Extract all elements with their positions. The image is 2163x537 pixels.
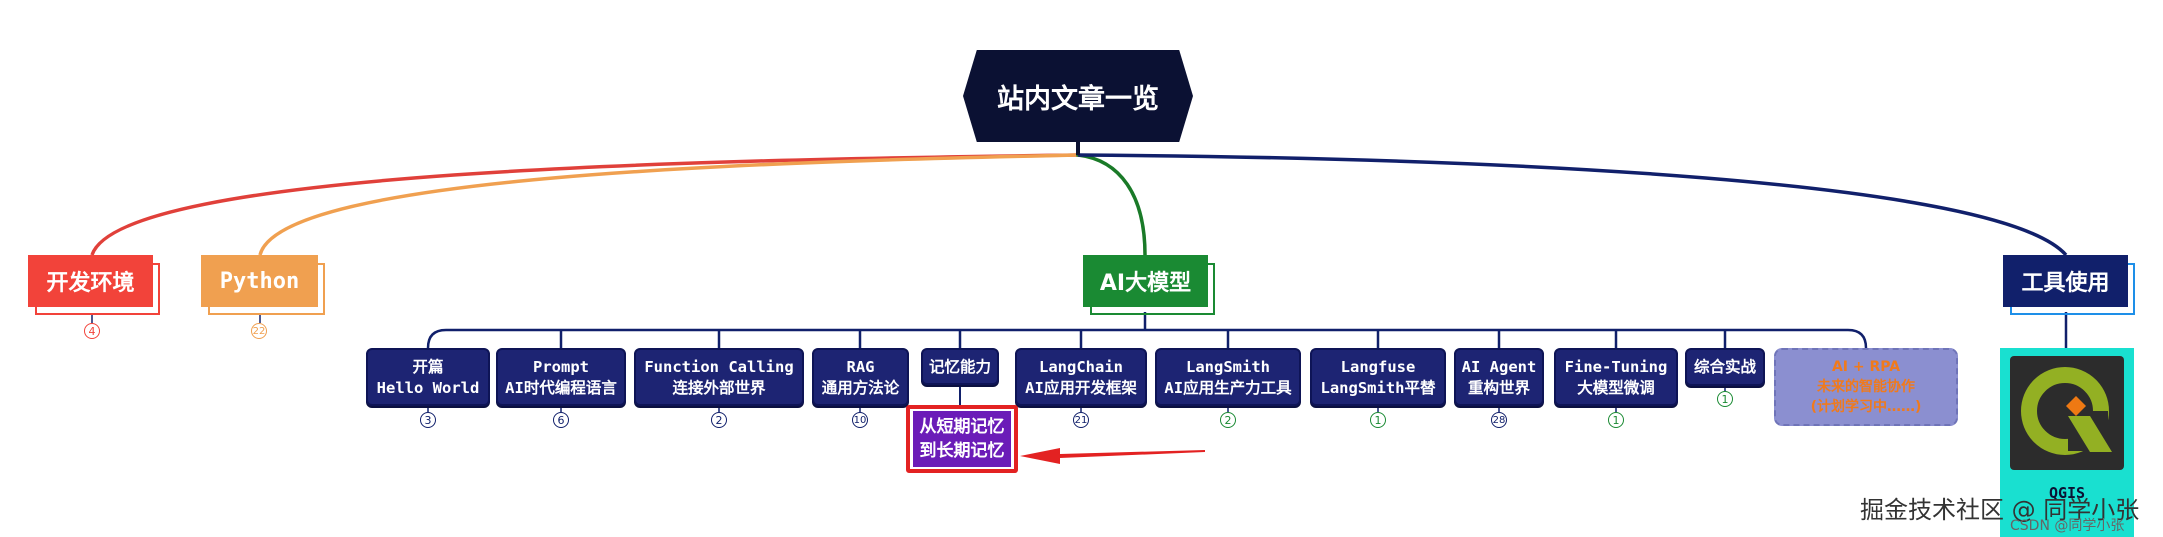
watermark-sub: CSDN @同学小张 bbox=[2010, 518, 2125, 534]
count-badge: 21 bbox=[1073, 412, 1089, 428]
watermark-main: 掘金技术社区 @ 同学小张 bbox=[1860, 496, 2140, 524]
branch-ai[interactable]: AI大模型 bbox=[1083, 255, 1208, 307]
count-badge: 1 bbox=[1717, 391, 1733, 407]
branch-python[interactable]: Python bbox=[201, 255, 318, 307]
edge-dev-env bbox=[90, 153, 1079, 256]
edge-ai bbox=[1076, 142, 1147, 256]
qgis-logo-icon bbox=[2010, 356, 2124, 470]
qgis-label: QGIS bbox=[2048, 484, 2086, 502]
count-badge: 2 bbox=[711, 412, 727, 428]
branch-tools[interactable]: 工具使用 bbox=[2003, 255, 2128, 307]
count-badge: 28 bbox=[1491, 412, 1507, 428]
count-badge: 1 bbox=[1608, 412, 1624, 428]
ai-child-practice[interactable]: 综合实战 bbox=[1685, 348, 1765, 386]
root-node[interactable]: 站内文章一览 bbox=[963, 50, 1193, 142]
count-badge: 6 bbox=[553, 412, 569, 428]
count-badge: 10 bbox=[852, 412, 868, 428]
edge-ai-bus bbox=[426, 328, 1868, 349]
count-badge: 3 bbox=[420, 412, 436, 428]
memory-child-node[interactable]: 从短期记忆到长期记忆 bbox=[913, 411, 1011, 467]
count-badge: 2 bbox=[1220, 412, 1236, 428]
edge-tools bbox=[1077, 153, 2068, 257]
red-arrow bbox=[1020, 448, 1205, 464]
qgis-card[interactable]: QGIS bbox=[2000, 348, 2134, 537]
branch-dev-env[interactable]: 开发环境 bbox=[28, 255, 153, 307]
ai-child-memory[interactable]: 记忆能力 bbox=[921, 348, 999, 385]
count-badge: 1 bbox=[1370, 412, 1386, 428]
count-badge: 4 bbox=[84, 323, 100, 339]
count-badge: 22 bbox=[251, 323, 267, 339]
edge-python bbox=[258, 153, 1079, 256]
